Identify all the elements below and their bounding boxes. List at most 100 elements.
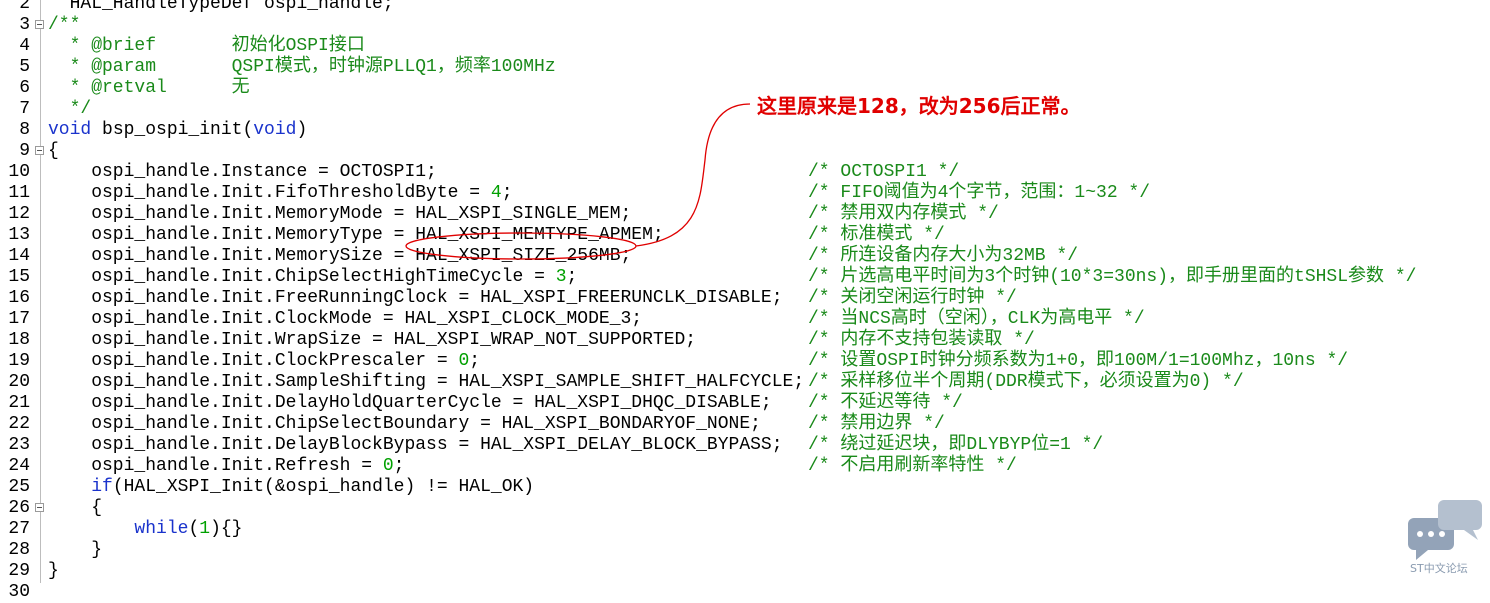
code-line[interactable]: 14 ospi_handle.Init.MemorySize = HAL_XSP… <box>0 246 1490 267</box>
code-line[interactable]: 29} <box>0 561 1490 582</box>
code-text: { <box>48 498 103 518</box>
code-line[interactable]: 17 ospi_handle.Init.ClockMode = HAL_XSPI… <box>0 309 1490 330</box>
code-line[interactable]: 4 * @brief 初始化OSPI接口 <box>0 36 1490 57</box>
code-line[interactable]: 12 ospi_handle.Init.MemoryMode = HAL_XSP… <box>0 204 1490 225</box>
line-number: 11 <box>8 183 30 203</box>
code-line[interactable]: 30 <box>0 582 1490 603</box>
line-number: 7 <box>19 99 30 119</box>
line-number: 18 <box>8 330 30 350</box>
code-line[interactable]: 5 * @param QSPI模式，时钟源PLLQ1，频率100MHz <box>0 57 1490 78</box>
line-number: 9 <box>19 141 30 161</box>
code-text: ospi_handle.Init.FreeRunningClock = HAL_… <box>48 288 783 308</box>
code-line[interactable]: 18 ospi_handle.Init.WrapSize = HAL_XSPI_… <box>0 330 1490 351</box>
code-line[interactable]: 10 ospi_handle.Instance = OCTOSPI1;/* OC… <box>0 162 1490 183</box>
code-line[interactable]: 16 ospi_handle.Init.FreeRunningClock = H… <box>0 288 1490 309</box>
number-literal: 0 <box>458 351 470 371</box>
line-number: 20 <box>8 372 30 392</box>
code-text: ospi_handle.Init.ChipSelectBoundary = HA… <box>48 414 761 434</box>
inline-comment: /* 禁用边界 */ <box>808 414 945 434</box>
line-number: 30 <box>8 582 30 602</box>
code-line[interactable]: 6 * @retval 无 <box>0 78 1490 99</box>
code-text: { <box>48 141 59 161</box>
code-text: while(1){} <box>134 519 243 539</box>
code-line[interactable]: 7 */ <box>0 99 1490 120</box>
code-line[interactable]: 26 { <box>0 498 1490 519</box>
code-text: * @brief 初始化OSPI接口 <box>48 36 365 56</box>
code-line[interactable]: 13 ospi_handle.Init.MemoryType = HAL_XSP… <box>0 225 1490 246</box>
code-line[interactable]: 22 ospi_handle.Init.ChipSelectBoundary =… <box>0 414 1490 435</box>
inline-comment: /* FIFO阈值为4个字节，范围：1~32 */ <box>808 183 1151 203</box>
code-line[interactable]: 24 ospi_handle.Init.Refresh = 0;/* 不启用刷新… <box>0 456 1490 477</box>
code-text: ospi_handle.Init.DelayHoldQuarterCycle =… <box>48 393 772 413</box>
number-literal: 3 <box>555 267 567 287</box>
code-text: if(HAL_XSPI_Init(&ospi_handle) != HAL_OK… <box>91 477 535 497</box>
code-text: ospi_handle.Init.FifoThresholdByte = 4; <box>48 183 513 203</box>
line-number: 5 <box>19 57 30 77</box>
inline-comment: /* 所连设备内存大小为32MB */ <box>808 246 1079 266</box>
code-text: ospi_handle.Init.MemoryType = HAL_XSPI_M… <box>48 225 664 245</box>
code-line[interactable]: 21 ospi_handle.Init.DelayHoldQuarterCycl… <box>0 393 1490 414</box>
line-number: 3 <box>19 15 30 35</box>
line-number: 4 <box>19 36 30 56</box>
line-number: 12 <box>8 204 30 224</box>
inline-comment: /* 当NCS高时（空闲），CLK为高电平 */ <box>808 309 1145 329</box>
inline-comment: /* 关闭空闲运行时钟 */ <box>808 288 1017 308</box>
code-line[interactable]: 15 ospi_handle.Init.ChipSelectHighTimeCy… <box>0 267 1490 288</box>
number-literal: 0 <box>382 456 394 476</box>
line-number: 16 <box>8 288 30 308</box>
code-text: /** <box>48 15 81 35</box>
code-line[interactable]: 3 /** <box>0 15 1490 36</box>
inline-comment: /* 设置OSPI时钟分频系数为1+0，即100M/1=100Mhz，10ns … <box>808 351 1349 371</box>
code-line[interactable]: 20 ospi_handle.Init.SampleShifting = HAL… <box>0 372 1490 393</box>
code-line[interactable]: 23 ospi_handle.Init.DelayBlockBypass = H… <box>0 435 1490 456</box>
fold-toggle-icon[interactable] <box>35 20 44 29</box>
line-number: 24 <box>8 456 30 476</box>
fold-toggle-icon[interactable] <box>35 146 44 155</box>
code-line[interactable]: 2 HAL_HandleTypeDef ospi_handle; <box>0 0 1490 15</box>
inline-comment: /* 禁用双内存模式 */ <box>808 204 999 224</box>
inline-comment: /* 不延迟等待 */ <box>808 393 963 413</box>
code-text: * @param QSPI模式，时钟源PLLQ1，频率100MHz <box>48 57 556 77</box>
code-line[interactable]: 11 ospi_handle.Init.FifoThresholdByte = … <box>0 183 1490 204</box>
code-text: ospi_handle.Init.ChipSelectHighTimeCycle… <box>48 267 578 287</box>
line-number: 15 <box>8 267 30 287</box>
annotation-note: 这里原来是128，改为256后正常。 <box>757 94 1081 118</box>
watermark-text: ST中文论坛 <box>1410 562 1468 575</box>
chat-bubbles-icon <box>1408 500 1482 560</box>
code-text: } <box>48 561 59 581</box>
code-text: * @retval 无 <box>48 78 250 98</box>
line-number: 27 <box>8 519 30 539</box>
number-literal: 4 <box>490 183 502 203</box>
code-text: ospi_handle.Instance = OCTOSPI1; <box>48 162 437 182</box>
code-text: HAL_HandleTypeDef ospi_handle; <box>48 0 394 14</box>
line-number: 25 <box>8 477 30 497</box>
fold-toggle-icon[interactable] <box>35 503 44 512</box>
line-number: 6 <box>19 78 30 98</box>
keyword: void <box>253 120 297 140</box>
code-line[interactable]: 25 if(HAL_XSPI_Init(&ospi_handle) != HAL… <box>0 477 1490 498</box>
code-text: ospi_handle.Init.Refresh = 0; <box>48 456 405 476</box>
code-text: ospi_handle.Init.MemoryMode = HAL_XSPI_S… <box>48 204 632 224</box>
line-number: 26 <box>8 498 30 518</box>
code-line[interactable]: 27 while(1){} <box>0 519 1490 540</box>
line-number: 8 <box>19 120 30 140</box>
code-line[interactable]: 28 } <box>0 540 1490 561</box>
line-number: 10 <box>8 162 30 182</box>
inline-comment: /* 标准模式 */ <box>808 225 945 245</box>
code-line[interactable]: 19 ospi_handle.Init.ClockPrescaler = 0;/… <box>0 351 1490 372</box>
inline-comment: /* 绕过延迟块，即DLYBYP位=1 */ <box>808 435 1104 455</box>
line-number: 28 <box>8 540 30 560</box>
keyword: if <box>91 477 113 497</box>
number-literal: 1 <box>199 519 211 539</box>
fold-guide-line <box>40 0 41 583</box>
code-line[interactable]: 9{ <box>0 141 1490 162</box>
line-number: 29 <box>8 561 30 581</box>
line-number: 23 <box>8 435 30 455</box>
line-number: 22 <box>8 414 30 434</box>
code-text: } <box>48 540 103 560</box>
keyword: void <box>48 120 92 140</box>
line-number: 2 <box>19 0 30 14</box>
line-number: 14 <box>8 246 30 266</box>
code-text: */ <box>48 99 92 119</box>
